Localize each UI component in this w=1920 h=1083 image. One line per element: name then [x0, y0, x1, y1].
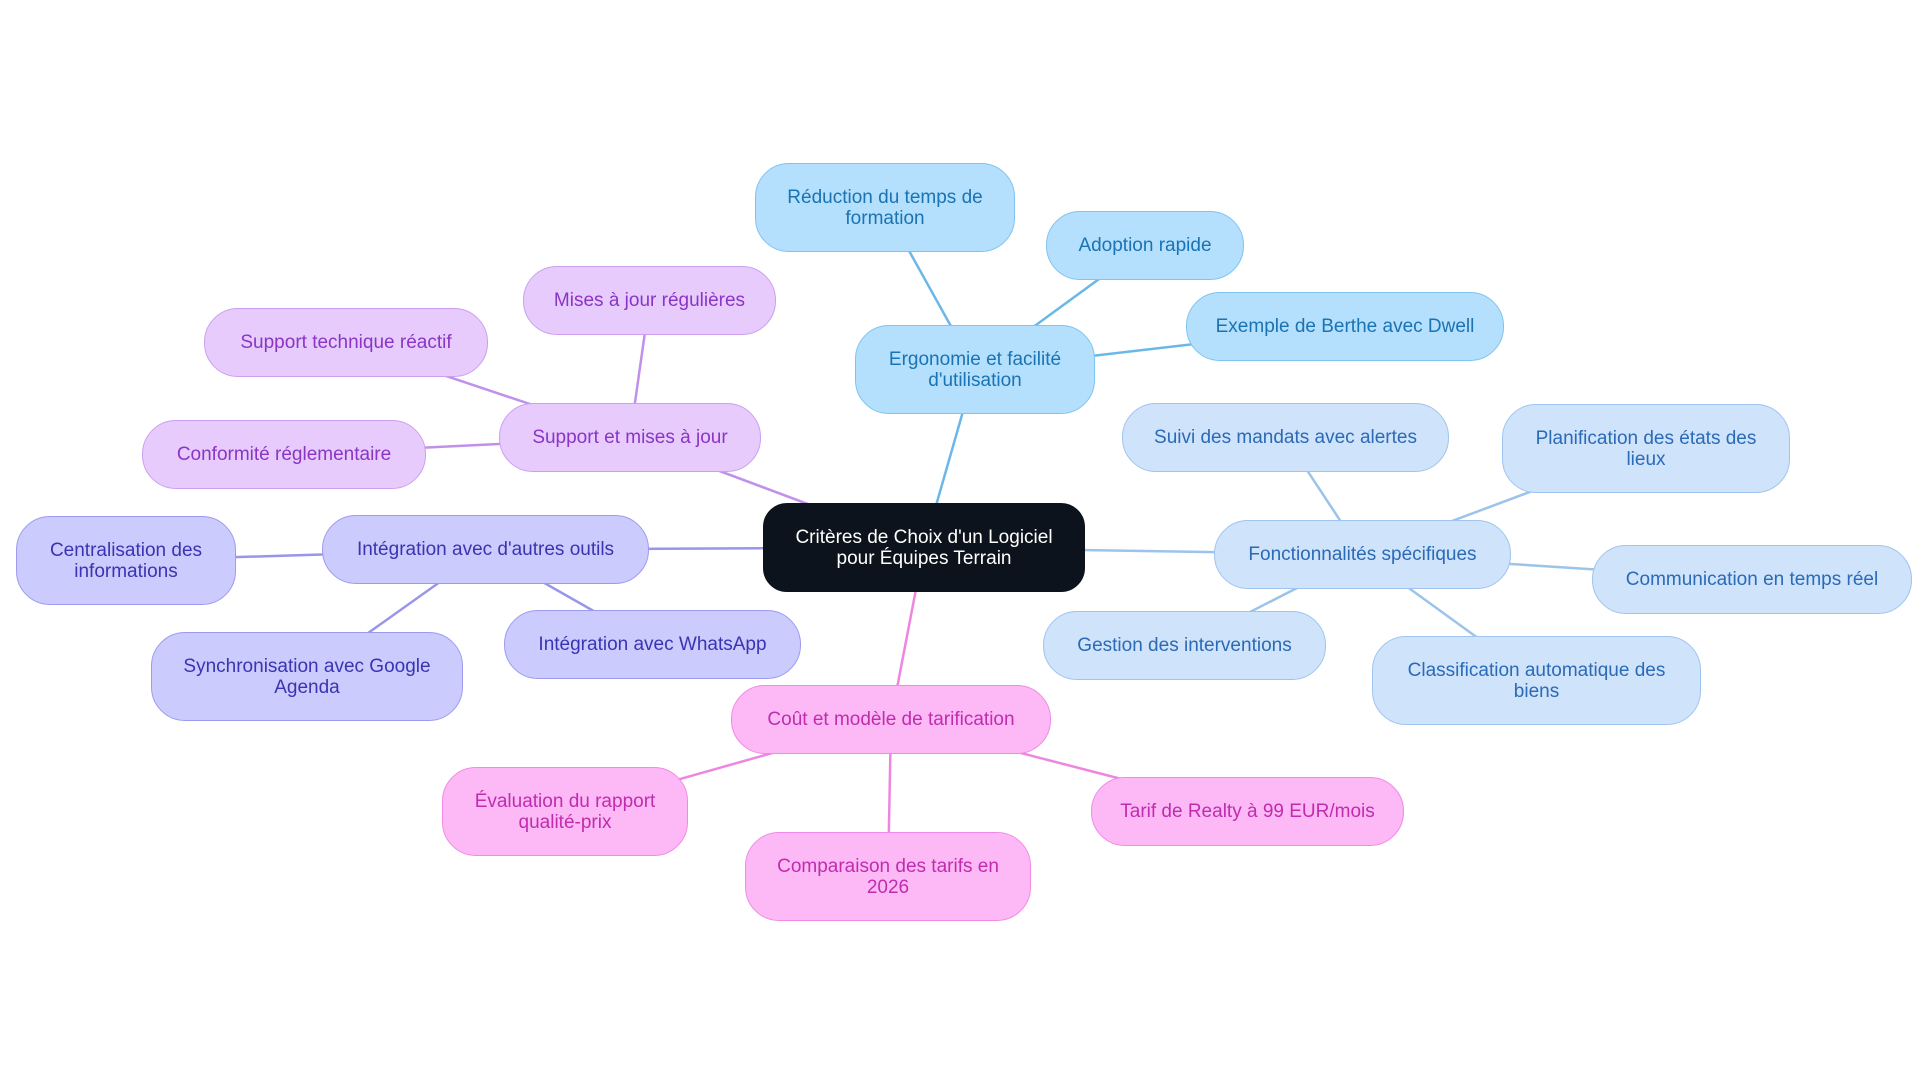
leaf-node-technique-label: Support technique réactif [240, 332, 452, 353]
leaf-node-classification[interactable]: Classification automatique des biens [1372, 636, 1701, 725]
leaf-node-reduction-label: Réduction du temps de formation [787, 186, 983, 229]
leaf-node-planification-label: Planification des états des lieux [1535, 427, 1757, 470]
central-topic-node[interactable]: Critères de Choix d'un Logiciel pour Équ… [763, 503, 1085, 592]
branch-node-integration[interactable]: Intégration avec d'autres outils [322, 515, 649, 584]
branch-node-cout-label: Coût et modèle de tarification [767, 709, 1015, 730]
branch-node-support[interactable]: Support et mises à jour [499, 403, 761, 472]
leaf-node-gestion[interactable]: Gestion des interventions [1043, 611, 1326, 680]
leaf-node-whatsapp-label: Intégration avec WhatsApp [538, 634, 767, 655]
leaf-node-planification[interactable]: Planification des états des lieux [1502, 404, 1790, 493]
leaf-node-whatsapp[interactable]: Intégration avec WhatsApp [504, 610, 801, 679]
branch-node-ergonomie[interactable]: Ergonomie et facilité d'utilisation [855, 325, 1095, 414]
leaf-node-adoption[interactable]: Adoption rapide [1046, 211, 1244, 280]
leaf-node-evaluation-label: Évaluation du rapport qualité-prix [474, 790, 656, 833]
leaf-node-adoption-label: Adoption rapide [1078, 235, 1212, 256]
leaf-node-classification-label: Classification automatique des biens [1407, 659, 1666, 702]
leaf-node-tarif[interactable]: Tarif de Realty à 99 EUR/mois [1091, 777, 1404, 846]
leaf-node-google-label: Synchronisation avec Google Agenda [183, 655, 431, 698]
leaf-node-suivi-label: Suivi des mandats avec alertes [1154, 427, 1417, 448]
leaf-node-tarif-label: Tarif de Realty à 99 EUR/mois [1120, 801, 1375, 822]
leaf-node-technique[interactable]: Support technique réactif [204, 308, 488, 377]
leaf-node-gestion-label: Gestion des interventions [1077, 635, 1292, 656]
leaf-node-google[interactable]: Synchronisation avec Google Agenda [151, 632, 463, 721]
branch-node-fonctionnalites-label: Fonctionnalités spécifiques [1248, 544, 1477, 565]
leaf-node-reduction[interactable]: Réduction du temps de formation [755, 163, 1015, 252]
leaf-node-conformite-label: Conformité réglementaire [176, 444, 392, 465]
leaf-node-communication[interactable]: Communication en temps réel [1592, 545, 1912, 614]
leaf-node-suivi[interactable]: Suivi des mandats avec alertes [1122, 403, 1449, 472]
leaf-node-comparaison[interactable]: Comparaison des tarifs en 2026 [745, 832, 1031, 921]
leaf-node-comparaison-label: Comparaison des tarifs en 2026 [777, 855, 999, 898]
leaf-node-berthe-label: Exemple de Berthe avec Dwell [1215, 316, 1475, 337]
branch-node-ergonomie-label: Ergonomie et facilité d'utilisation [888, 348, 1062, 391]
leaf-node-communication-label: Communication en temps réel [1625, 569, 1879, 590]
leaf-node-centralisation[interactable]: Centralisation des informations [16, 516, 236, 605]
leaf-node-miseajour-label: Mises à jour régulières [553, 290, 746, 311]
leaf-node-centralisation-label: Centralisation des informations [49, 539, 203, 582]
leaf-node-conformite[interactable]: Conformité réglementaire [142, 420, 426, 489]
leaf-node-evaluation[interactable]: Évaluation du rapport qualité-prix [442, 767, 688, 856]
leaf-node-berthe[interactable]: Exemple de Berthe avec Dwell [1186, 292, 1504, 361]
branch-node-integration-label: Intégration avec d'autres outils [356, 539, 615, 560]
branch-node-fonctionnalites[interactable]: Fonctionnalités spécifiques [1214, 520, 1511, 589]
central-topic-node-label: Critères de Choix d'un Logiciel pour Équ… [795, 526, 1053, 569]
branch-node-support-label: Support et mises à jour [532, 427, 728, 448]
branch-node-cout[interactable]: Coût et modèle de tarification [731, 685, 1051, 754]
leaf-node-miseajour[interactable]: Mises à jour régulières [523, 266, 776, 335]
